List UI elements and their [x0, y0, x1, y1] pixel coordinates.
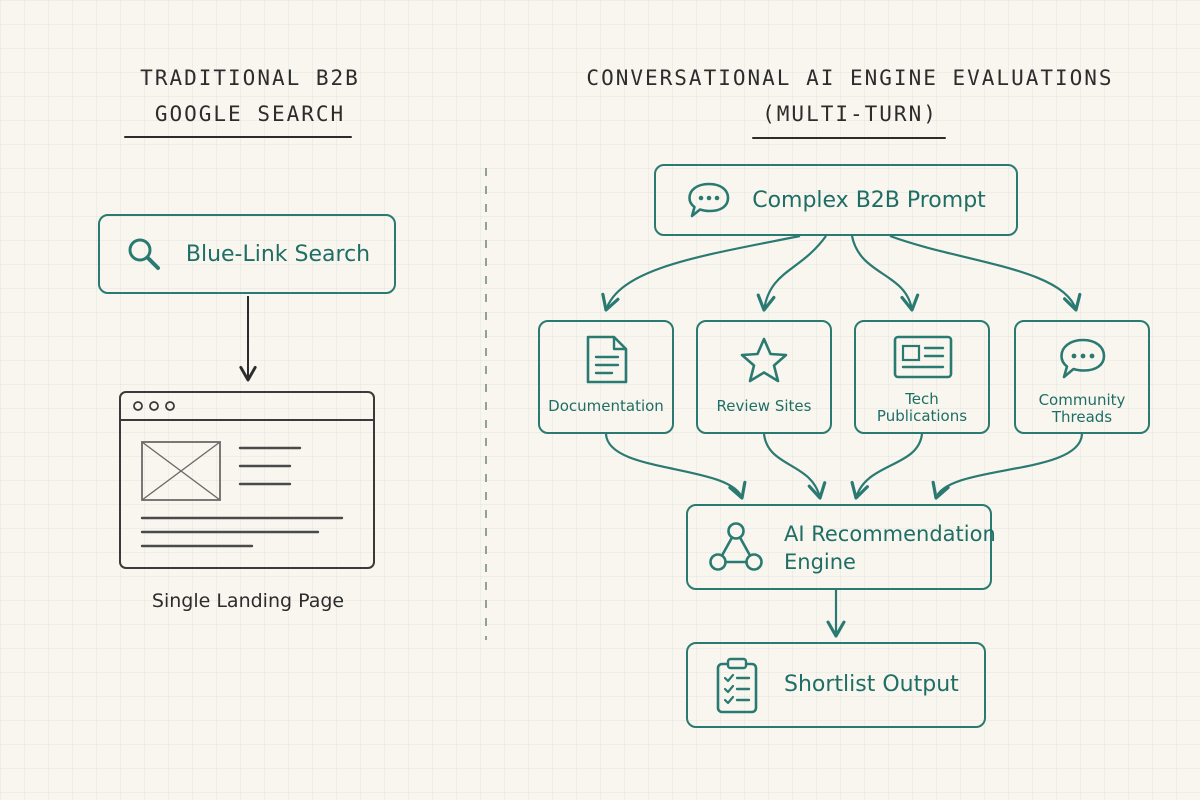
arrow-prompt-to-community [889, 234, 1082, 312]
magnifier-icon [128, 238, 160, 270]
right-title: CONVERSATIONAL AI ENGINE EVALUATIONS [586, 66, 1114, 90]
ai-engine-label-line1: AI Recommendation [784, 522, 996, 546]
newspaper-icon [893, 335, 953, 379]
arrow-prompt-to-review-sites [756, 235, 827, 312]
complex-b2b-prompt-box: Complex B2B Prompt [654, 164, 1018, 236]
ai-engine-label-line2: Engine [784, 550, 856, 574]
source-tech-publications-box: Tech Publications [854, 320, 990, 434]
shortlist-output-label: Shortlist Output [784, 672, 959, 697]
source-community-threads-box: Community Threads [1014, 320, 1150, 434]
source-documentation-label: Documentation [548, 397, 664, 415]
arrow-prompt-to-tech-publications [850, 235, 920, 312]
arrow-prompt-to-documentation [601, 234, 801, 312]
shortlist-output-box: Shortlist Output [686, 642, 986, 728]
arrow-review-sites-to-engine [762, 433, 827, 500]
network-triangle-icon [709, 522, 763, 571]
window-dot-1 [133, 401, 143, 411]
arrow-tech-publications-to-engine [850, 433, 924, 500]
image-placeholder-icon [141, 441, 221, 501]
landing-page-caption: Single Landing Page [151, 590, 345, 612]
landing-page-mockup [119, 391, 375, 569]
source-review-sites-box: Review Sites [696, 320, 832, 434]
complex-b2b-prompt-label: Complex B2B Prompt [752, 187, 986, 213]
window-dot-2 [149, 401, 159, 411]
arrow-documentation-to-engine [604, 433, 747, 500]
clipboard-checklist-icon [716, 657, 758, 714]
left-title-line1: TRADITIONAL B2B [140, 66, 360, 90]
right-subtitle: (MULTI-TURN) [762, 102, 938, 126]
source-tech-publications-label-line2: Publications [876, 407, 968, 425]
right-subtitle-underline [752, 137, 946, 139]
document-icon [586, 335, 628, 384]
star-icon [740, 337, 788, 383]
speech-bubble-icon [1060, 338, 1106, 379]
source-review-sites-label: Review Sites [716, 397, 812, 415]
blue-link-search-label: Blue-Link Search [185, 241, 371, 267]
source-documentation-box: Documentation [538, 320, 674, 434]
source-tech-publications-label-line1: Tech [905, 390, 939, 408]
arrow-community-to-engine [931, 433, 1084, 500]
ai-recommendation-engine-box: AI Recommendation Engine [686, 504, 996, 590]
blue-link-search-box: Blue-Link Search [98, 214, 396, 294]
source-community-threads-label-line2: Threads [1051, 408, 1113, 426]
left-title-line2: GOOGLE SEARCH [154, 102, 346, 126]
speech-bubble-icon [688, 182, 730, 218]
window-dot-3 [165, 401, 175, 411]
left-title-underline [124, 136, 352, 138]
source-community-threads-label-line1: Community [1038, 391, 1126, 409]
